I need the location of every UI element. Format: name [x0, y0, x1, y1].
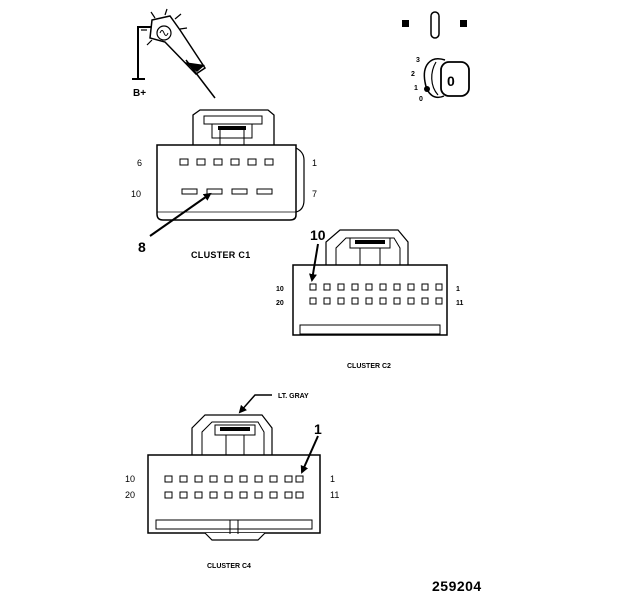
figure-number: 259204	[432, 578, 482, 594]
c4-pin-20-label: 20	[125, 490, 135, 500]
cluster-c2-connector	[292, 229, 448, 336]
c1-pin-1-label: 1	[312, 158, 317, 168]
c1-pin-7-label: 7	[312, 189, 317, 199]
ignition-position-3: 3	[416, 57, 420, 64]
c4-callout-label: 1	[314, 421, 322, 437]
ignition-switch-icon	[402, 11, 470, 99]
cluster-c4-connector	[147, 414, 321, 541]
c4-color-arrow	[238, 394, 272, 414]
cluster-c4-title: CLUSTER C4	[207, 563, 251, 570]
c1-callout-arrow	[149, 192, 212, 237]
cluster-c1-connector	[156, 109, 305, 221]
ignition-position-0: 0	[419, 96, 423, 103]
c4-color-label: LT. GRAY	[278, 393, 309, 400]
c4-pin-11-label: 11	[330, 490, 339, 500]
test-light-icon	[132, 8, 216, 99]
cluster-c1-title: CLUSTER C1	[191, 250, 251, 260]
c4-pin-1-label: 1	[330, 474, 335, 484]
ignition-position-2: 2	[411, 71, 415, 78]
c2-pin-1-label: 1	[456, 286, 460, 293]
c4-callout-arrow	[300, 435, 319, 474]
c2-callout-label: 10	[310, 227, 326, 243]
b-plus-label: B+	[133, 88, 146, 99]
ignition-position-1: 1	[414, 85, 418, 92]
c2-pin-11-label: 11	[456, 300, 464, 307]
c2-pin-20-label: 20	[276, 300, 284, 307]
c1-pin-10-label: 10	[131, 189, 141, 199]
ignition-key-label: 0	[447, 73, 455, 89]
c2-callout-arrow	[309, 243, 319, 282]
c1-callout-label: 8	[138, 239, 146, 255]
cluster-c2-title: CLUSTER C2	[347, 363, 391, 370]
c2-pin-10-label: 10	[276, 286, 284, 293]
c1-pin-6-label: 6	[137, 158, 142, 168]
c4-pin-10-label: 10	[125, 474, 135, 484]
